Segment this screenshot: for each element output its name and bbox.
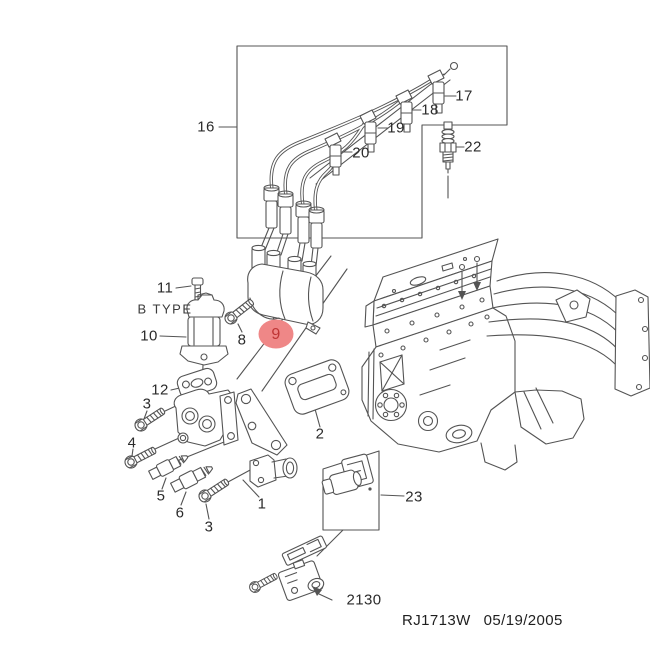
part-label-16[interactable]: 16 xyxy=(197,118,215,136)
part-label-5[interactable]: 5 xyxy=(156,487,166,505)
part-label-2[interactable]: 2 xyxy=(315,425,325,443)
footer-drawing-code: RJ1713W xyxy=(402,612,471,629)
gasket-2-art xyxy=(284,359,350,415)
engine-block-art xyxy=(361,238,650,471)
part-label-3-upper[interactable]: 3 xyxy=(142,395,152,413)
part-label-1[interactable]: 1 xyxy=(257,495,267,513)
part-label-9-selected[interactable]: 9 xyxy=(271,326,281,343)
part-label-18[interactable]: 18 xyxy=(421,101,439,119)
wire-set-box xyxy=(236,45,508,239)
part-label-11[interactable]: 11 xyxy=(156,279,174,297)
spark-plug-art xyxy=(439,121,457,174)
b-type-note: B TYPE xyxy=(137,301,193,317)
bolt-2130-art xyxy=(247,570,280,595)
bolt-8-art xyxy=(222,296,257,327)
part-label-22[interactable]: 22 xyxy=(464,138,482,156)
part-label-8[interactable]: 8 xyxy=(237,331,247,349)
part-label-23[interactable]: 23 xyxy=(405,488,423,506)
part-label-3-lower[interactable]: 3 xyxy=(204,518,214,536)
ignition-coil-art xyxy=(247,244,324,335)
module-2130-art xyxy=(277,535,333,602)
egr-valve-art xyxy=(176,277,229,399)
part-label-6[interactable]: 6 xyxy=(175,504,185,522)
part-label-10[interactable]: 10 xyxy=(140,327,158,345)
part-label-4[interactable]: 4 xyxy=(127,434,137,452)
footer: RJ1713W 05/19/2005 xyxy=(402,612,563,629)
part-label-19[interactable]: 19 xyxy=(387,119,405,137)
spark-plug-wire-set-art xyxy=(259,61,459,267)
selected-part-highlight xyxy=(258,319,294,349)
housing-assembly-art xyxy=(148,388,298,493)
part-label-2130[interactable]: 2130 xyxy=(346,591,382,609)
bolt-3-lower-art xyxy=(196,475,232,505)
leader-lines xyxy=(131,95,465,557)
part-label-20[interactable]: 20 xyxy=(352,144,370,162)
sensor-23-art xyxy=(321,453,374,495)
part-label-12[interactable]: 12 xyxy=(151,381,169,399)
part-label-17[interactable]: 17 xyxy=(455,87,473,105)
footer-date: 05/19/2005 xyxy=(483,612,563,629)
